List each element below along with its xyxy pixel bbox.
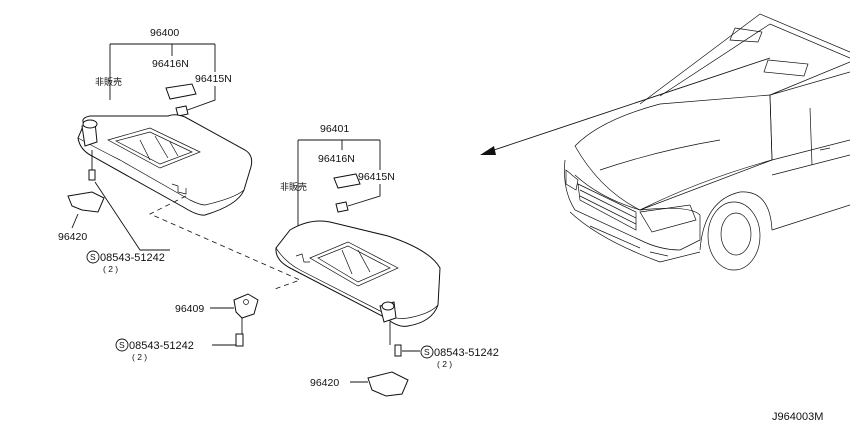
bracket-screw-code: 08543-51242 — [129, 340, 194, 352]
left-mirror-cover-part-number: 96416N — [152, 58, 189, 70]
left-screw-quantity: ( 2 ) — [103, 264, 118, 274]
bracket-screw-part — [235, 333, 244, 347]
left-pivot-cap — [82, 119, 98, 129]
car-headlamp — [639, 204, 697, 233]
right-assembly-part-number: 96401 — [320, 123, 349, 135]
arrow-head-icon — [480, 146, 496, 155]
bracket-part-number: 96409 — [175, 303, 204, 315]
left-callout-bracket — [109, 43, 216, 100]
right-mirror-hatch — [341, 249, 371, 275]
left-holder-part — [67, 191, 105, 213]
car-front-wheel — [707, 201, 761, 271]
left-vanity-mirror-inner — [115, 131, 193, 165]
car-grille-slats — [579, 189, 637, 225]
right-vanity-mirror-inner — [317, 245, 391, 283]
right-not-sold-note: 非販売 — [280, 181, 307, 192]
right-lamp-leader — [347, 184, 381, 207]
left-lamp-leader — [181, 86, 216, 113]
car-left-headlamp — [565, 169, 579, 191]
right-mirror-cover-part — [333, 173, 361, 189]
car-wheel-arch — [699, 191, 773, 251]
right-pivot-cap — [381, 301, 395, 311]
car-front-fascia — [564, 159, 701, 251]
car-beltline — [771, 139, 850, 161]
car-bumper-details — [589, 225, 669, 257]
car-roofline — [639, 13, 850, 105]
left-mirror-hatch — [139, 135, 179, 161]
left-visor-edge — [77, 137, 245, 206]
left-lamp-part — [175, 105, 189, 117]
right-visor-slot — [295, 253, 310, 263]
bracket-hole — [243, 299, 249, 305]
left-holder-leader — [71, 213, 79, 229]
right-lamp-part — [335, 201, 349, 213]
car-side-body — [771, 107, 850, 231]
bracket-screw-s-symbol — [115, 338, 129, 352]
right-lamp-part-number: 96415N — [358, 171, 395, 183]
car-hood-lines — [599, 139, 773, 211]
left-screw-part — [88, 169, 96, 181]
left-not-sold-note: 非販売 — [95, 76, 122, 87]
car-illustration — [564, 13, 850, 271]
left-visor-assembly: 96400 96416N 96415N 非販売 96420 S — [58, 27, 253, 274]
car-right-visor-marker — [763, 59, 809, 77]
left-vanity-mirror — [107, 127, 201, 169]
right-screw-s-symbol — [420, 345, 434, 359]
diagram-reference-code: J964003M — [772, 411, 823, 423]
car-hood — [574, 94, 773, 211]
left-assembly-part-number: 96400 — [150, 27, 179, 39]
right-screw-s-letter: S — [424, 347, 430, 357]
right-visor-assembly: 96401 96416N 96415N 非販売 S 08543-51242 ( … — [115, 123, 499, 397]
right-holder-part-number: 96420 — [310, 377, 339, 389]
car-left-visor-marker — [729, 27, 763, 43]
right-holder-part — [367, 371, 409, 397]
left-holder-part-number: 96420 — [58, 231, 87, 243]
right-callout-bracket — [297, 139, 381, 230]
right-mirror-cover-part-number: 96416N — [318, 153, 355, 165]
visor-location-arrow — [487, 57, 771, 153]
left-screw-leader — [94, 181, 170, 251]
car-bumper — [569, 211, 701, 263]
bracket-screw-s-letter: S — [119, 340, 125, 350]
bracket-screw-quantity: ( 2 ) — [132, 352, 147, 362]
left-screw-s-letter: S — [90, 252, 96, 262]
bracket-part — [233, 293, 259, 319]
right-screw-quantity: ( 2 ) — [437, 359, 452, 369]
left-lamp-part-number: 96415N — [195, 73, 232, 85]
car-windshield-top — [659, 23, 850, 97]
right-vanity-mirror — [309, 241, 399, 287]
right-screw-part — [394, 344, 402, 357]
car-front-rim — [720, 212, 752, 256]
car-grille — [577, 183, 637, 231]
right-sun-visor-body — [275, 220, 441, 327]
left-visor-slot — [171, 183, 187, 195]
left-mirror-cover-part — [165, 83, 197, 100]
left-screw-s-symbol — [86, 250, 100, 264]
right-screw-code: 08543-51242 — [434, 347, 499, 359]
left-sun-visor-body — [77, 114, 253, 216]
alignment-dashed-line — [149, 195, 302, 291]
left-screw-code: 08543-51242 — [100, 252, 165, 264]
